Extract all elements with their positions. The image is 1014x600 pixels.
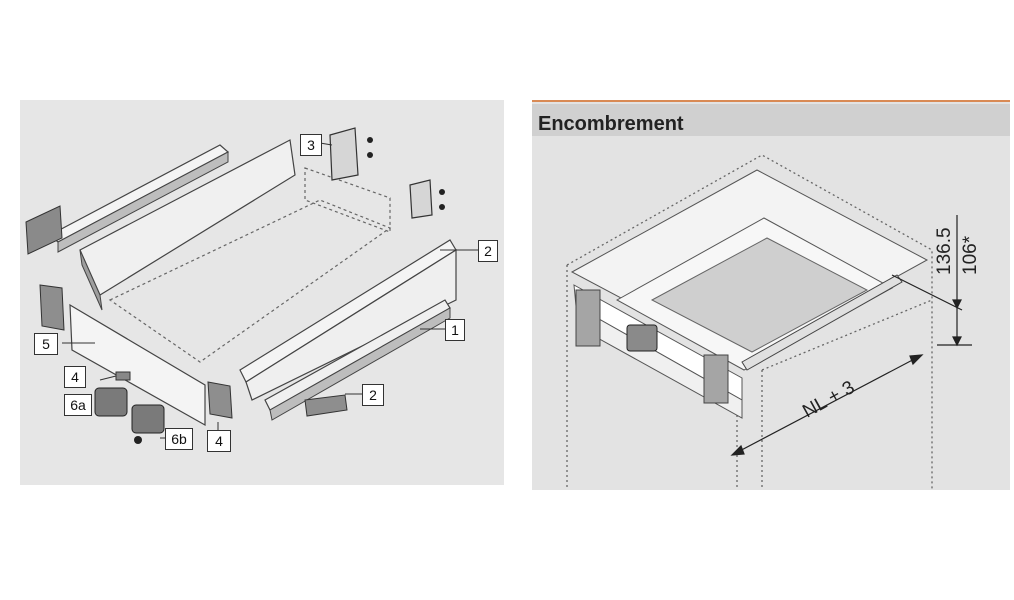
back-bracket-right [409, 179, 433, 219]
dim-height-label-1: 136.5 [934, 227, 955, 275]
front-fixing-6b [131, 404, 165, 434]
left-mounting-plate [25, 205, 63, 255]
left-runner-side [57, 151, 229, 253]
back-panel-outline [304, 167, 391, 233]
back-bracket-top [329, 127, 359, 181]
callout-4-clip: 4 [64, 366, 86, 388]
front-panel [69, 303, 206, 427]
assembly-drawing [25, 127, 478, 444]
dim-height-label-2: 106* [960, 235, 981, 275]
section-header: Encombrement [532, 104, 1010, 136]
front-cap-right [207, 381, 233, 419]
drawer-side-rail [741, 274, 903, 371]
side-cap-right [703, 354, 729, 404]
section-title: Encombrement [538, 113, 684, 135]
header-accent-line [532, 100, 1010, 102]
callout-6b: 6b [165, 428, 193, 450]
grey-plate [304, 394, 348, 417]
encombrement-diagram: Encombrement [532, 100, 1010, 490]
exploded-assembly-diagram: 3 2 1 5 4 6a 2 6b 4 [20, 100, 504, 485]
callout-5: 5 [34, 333, 58, 355]
callout-1: 1 [445, 319, 465, 341]
callout-6a: 6a [64, 394, 92, 416]
cabinet-drawing: NL + 3 136.5 106* [566, 154, 981, 490]
callout-2-plate: 2 [362, 384, 384, 406]
front-fixing [626, 324, 658, 352]
callout-3: 3 [300, 134, 322, 156]
front-fixing-6a [94, 387, 128, 417]
arrow-icon [730, 444, 745, 456]
right-runner-side [269, 307, 451, 421]
dim-width-line [731, 354, 923, 456]
screw-icon [439, 204, 445, 210]
arrow-icon [952, 336, 962, 347]
right-side-profile [245, 248, 457, 401]
left-side-profile-edge [79, 249, 103, 311]
screw-icon [439, 189, 445, 195]
front-cap-left [39, 284, 65, 331]
dim-width-label: NL + 3 [799, 377, 858, 422]
screw-icon [367, 137, 373, 143]
drawer-bottom [650, 237, 869, 353]
clip-small [115, 371, 131, 381]
arrow-icon [952, 299, 962, 310]
callout-4-cap: 4 [207, 430, 231, 452]
cabinet-inner-shelf [761, 299, 933, 371]
screw-icon [367, 152, 373, 158]
screw-icon [134, 436, 142, 444]
callout-2-side: 2 [478, 240, 498, 262]
arrow-icon [909, 354, 924, 366]
side-cap-left [575, 289, 601, 347]
cabinet-top-outline [566, 154, 933, 490]
